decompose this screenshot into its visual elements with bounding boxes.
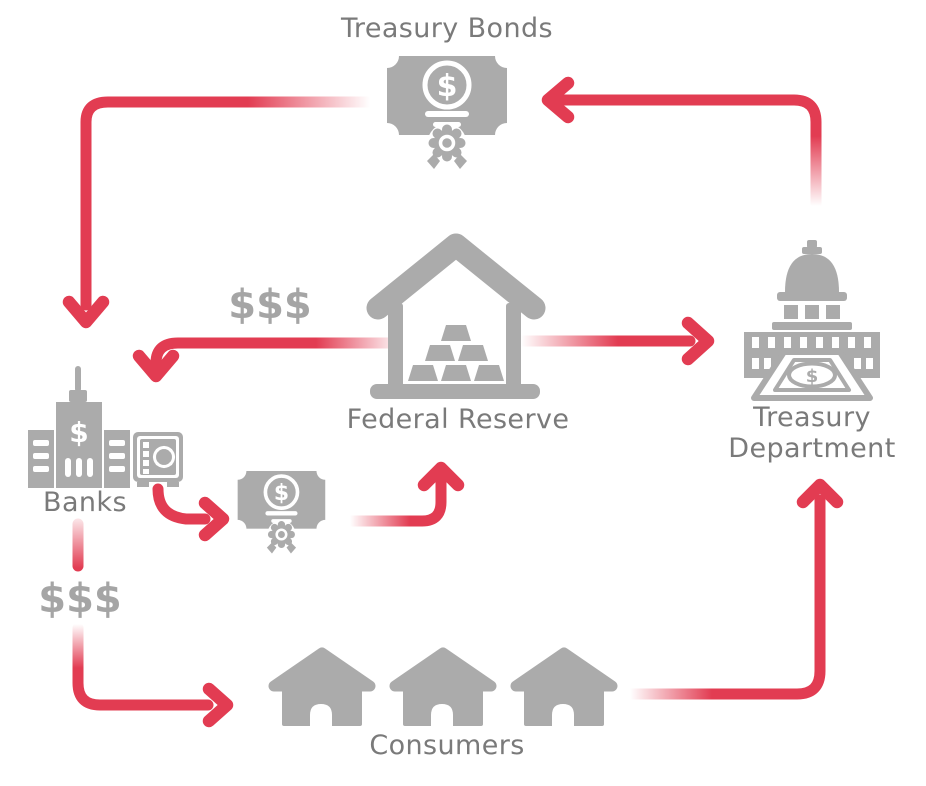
dollar-road-icon: $ [751,349,873,401]
banks-icon: $ [28,366,183,488]
consumers-label: Consumers [369,730,525,761]
house-icon [395,653,491,726]
house-icon [274,653,370,726]
money-label-fed-to-banks: $$$ [228,282,312,328]
federal-reserve-label: Federal Reserve [346,404,570,435]
arrow-federal-reserve-to-treasury-department [515,316,715,366]
vault-icon [133,432,183,487]
arrow-treasury-bonds-to-banks [62,96,376,329]
bond-note-icon [227,460,336,556]
dollar-glyph: $ [69,416,88,449]
house-icon [516,653,612,726]
arrow-banks-to-consumers [72,518,234,728]
money-label-banks-to-consumers: $$$ [38,576,122,622]
arrow-bond-note-to-federal-reserve [344,461,465,527]
treasury-department-label-line1: Treasury [753,402,871,433]
treasury-department-label-line2: Department [728,433,896,464]
banks-label: Banks [43,487,127,518]
arrow-treasury-department-to-treasury-bonds [541,76,822,210]
arrow-banks-to-bond-note [152,483,230,542]
treasury-bonds-icon [375,44,519,169]
dollar-glyph: $ [806,366,819,387]
treasury-bonds-label: Treasury Bonds [341,13,553,44]
federal-reserve-icon [366,233,546,399]
consumers-icon [274,653,612,726]
gold-bars-icon [408,325,504,381]
treasury-department-label: Treasury Department [662,402,926,464]
arrow-federal-reserve-to-banks [132,337,408,383]
treasury-department-icon: $ [744,240,880,401]
arrow-consumers-to-treasury-department [624,478,844,700]
